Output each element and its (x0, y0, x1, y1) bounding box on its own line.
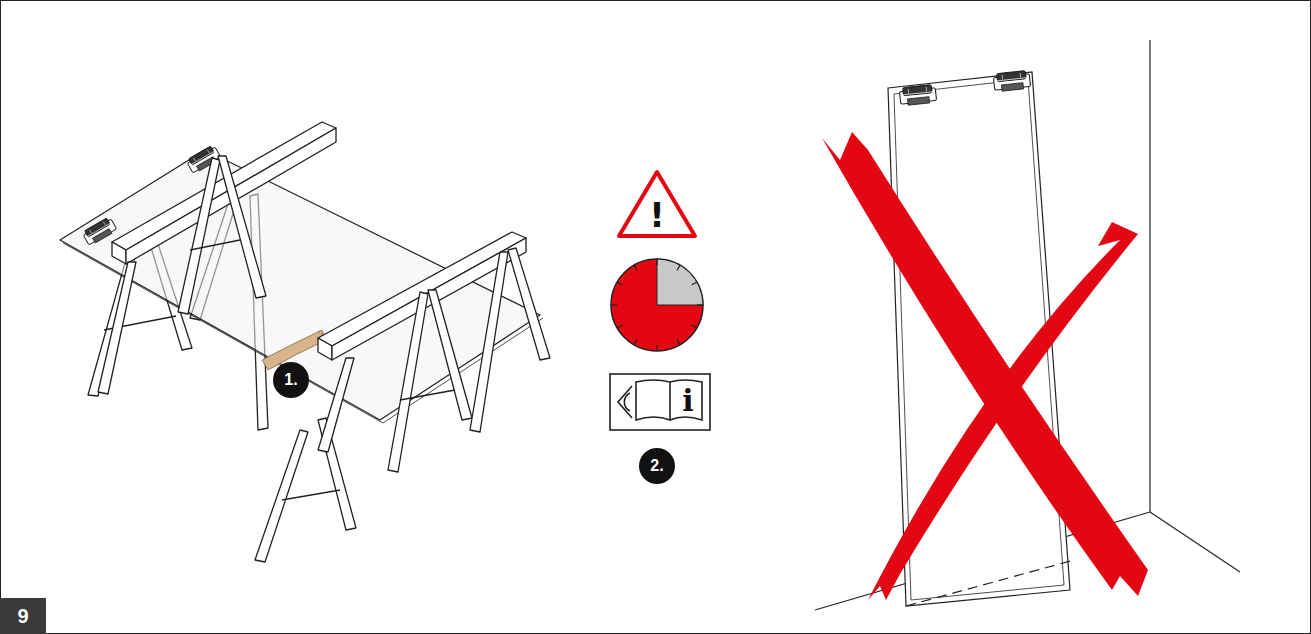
info-mark: i (682, 386, 693, 416)
trestle-scene (60, 122, 550, 562)
leaning-glass-scene (815, 40, 1240, 610)
forbidden-cross (822, 132, 1148, 600)
page-number: 9 (17, 605, 28, 628)
callout-number: 2. (639, 448, 675, 484)
page-number-box: 9 (0, 598, 46, 634)
warning-triangle (619, 172, 695, 236)
cure-time-clock (611, 259, 703, 351)
callout-label: 2. (650, 457, 663, 475)
warning-mark: ! (649, 198, 665, 232)
callout-number: 1. (273, 362, 309, 398)
read-manual-icon (610, 374, 710, 430)
callout-label: 1. (284, 371, 297, 389)
